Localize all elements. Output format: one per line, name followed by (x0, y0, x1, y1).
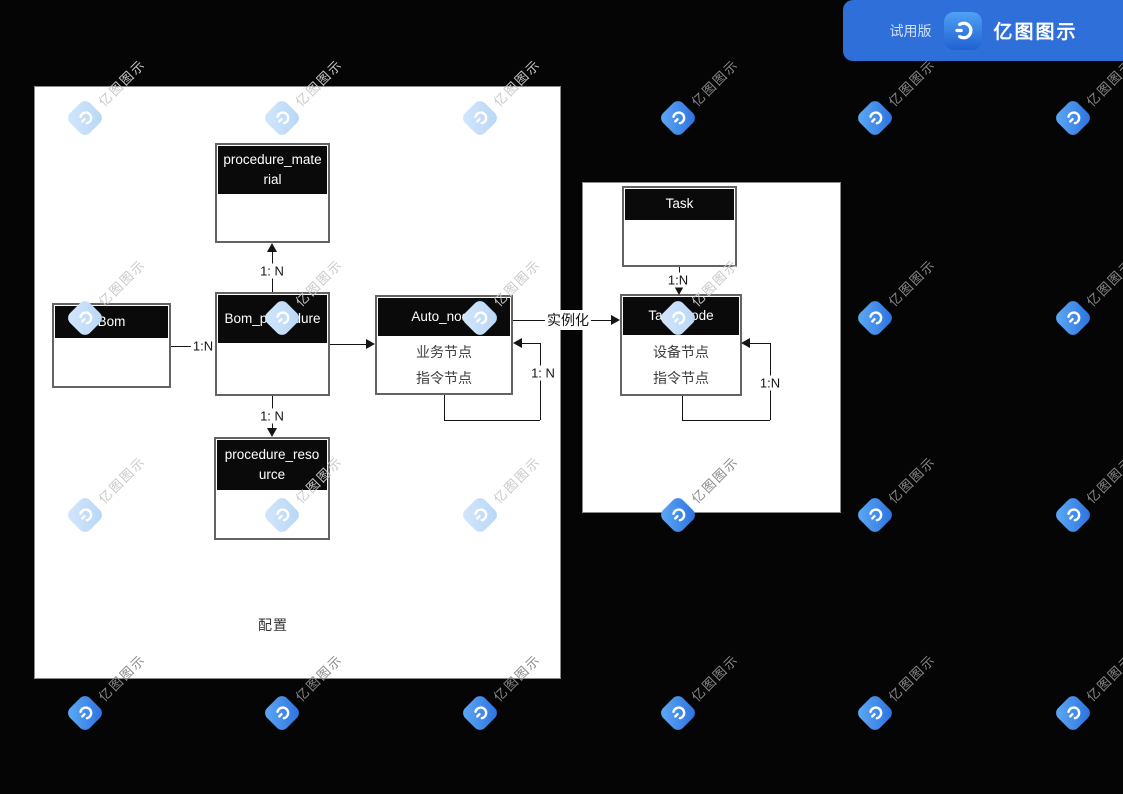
watermark-logo-icon (855, 98, 895, 138)
relation-label: 1:N (190, 338, 216, 354)
entity-body: 业务节点 指令节点 (377, 337, 511, 393)
relation-label: 1: N (258, 408, 286, 424)
edraw-logo-icon (944, 11, 983, 50)
watermark-logo-icon (855, 298, 895, 338)
entity-title: Task_node (623, 297, 739, 335)
brand-name: 亿图图示 (993, 22, 1078, 43)
trial-badge[interactable]: 试用版 亿图图示 (843, 0, 1123, 61)
entity-body-line: 设备节点 (653, 344, 709, 360)
entity-procedure-material[interactable]: procedure_material (215, 143, 330, 243)
watermark-stamp: 亿图图示 (855, 251, 942, 338)
entity-title: Auto_node (378, 298, 510, 336)
relation-label: 1: N (258, 263, 286, 279)
watermark-logo-icon (658, 693, 698, 733)
watermark-logo-icon (1053, 298, 1093, 338)
watermark-text: 亿图图示 (688, 651, 742, 705)
entity-title: Task (625, 189, 734, 220)
entity-bom[interactable]: Bom (52, 303, 171, 388)
watermark-logo-icon (262, 693, 302, 733)
entity-title: Bom_procedure (218, 295, 327, 343)
watermark-logo-icon (855, 495, 895, 535)
entity-body (217, 344, 328, 394)
watermark-stamp: 亿图图示 (1053, 448, 1123, 535)
entity-auto-node[interactable]: Auto_node 业务节点 指令节点 (375, 295, 513, 395)
watermark-stamp: 亿图图示 (1053, 251, 1123, 338)
trial-version-label: 试用版 (889, 22, 932, 39)
entity-title: procedure_resource (217, 440, 327, 490)
entity-body-line: 业务节点 (416, 344, 472, 360)
entity-title: Bom (55, 306, 168, 338)
entity-body: 设备节点 指令节点 (622, 336, 740, 394)
entity-body (54, 339, 169, 386)
watermark-text: 亿图图示 (885, 651, 939, 705)
watermark-text: 亿图图示 (885, 256, 939, 310)
entity-task[interactable]: Task (622, 186, 737, 267)
watermark-logo-icon (1053, 98, 1093, 138)
watermark-text: 亿图图示 (1083, 56, 1123, 110)
watermark-text: 亿图图示 (1083, 256, 1123, 310)
watermark-logo-icon (65, 693, 105, 733)
watermark-logo-icon (658, 98, 698, 138)
relation-label: 1:N (665, 272, 691, 288)
watermark-logo-icon (1053, 693, 1093, 733)
entity-body (217, 195, 328, 241)
entity-bom-procedure[interactable]: Bom_procedure (215, 292, 330, 396)
watermark-stamp: 亿图图示 (855, 646, 942, 733)
watermark-stamp: 亿图图示 (1053, 646, 1123, 733)
watermark-stamp: 亿图图示 (658, 51, 745, 138)
entity-title: procedure_material (218, 146, 327, 194)
watermark-logo-icon (460, 693, 500, 733)
watermark-text: 亿图图示 (885, 56, 939, 110)
relation-label-instantiate: 实例化 (545, 310, 591, 330)
entity-procedure-resource[interactable]: procedure_resource (214, 437, 330, 540)
region-label-config: 配置 (258, 617, 288, 633)
entity-body (624, 221, 735, 265)
entity-body-line: 指令节点 (653, 370, 709, 386)
relation-label: 1: N (529, 365, 557, 381)
watermark-stamp: 亿图图示 (1053, 51, 1123, 138)
watermark-text: 亿图图示 (1083, 453, 1123, 507)
watermark-text: 亿图图示 (688, 56, 742, 110)
entity-task-node[interactable]: Task_node 设备节点 指令节点 (620, 294, 742, 396)
entity-body-line: 指令节点 (416, 370, 472, 386)
watermark-stamp: 亿图图示 (658, 646, 745, 733)
watermark-text: 亿图图示 (1083, 651, 1123, 705)
watermark-stamp: 亿图图示 (855, 51, 942, 138)
watermark-stamp: 亿图图示 (855, 448, 942, 535)
relation-label: 1:N (757, 375, 783, 391)
entity-body (216, 491, 328, 538)
watermark-logo-icon (855, 693, 895, 733)
watermark-text: 亿图图示 (885, 453, 939, 507)
watermark-logo-icon (1053, 495, 1093, 535)
